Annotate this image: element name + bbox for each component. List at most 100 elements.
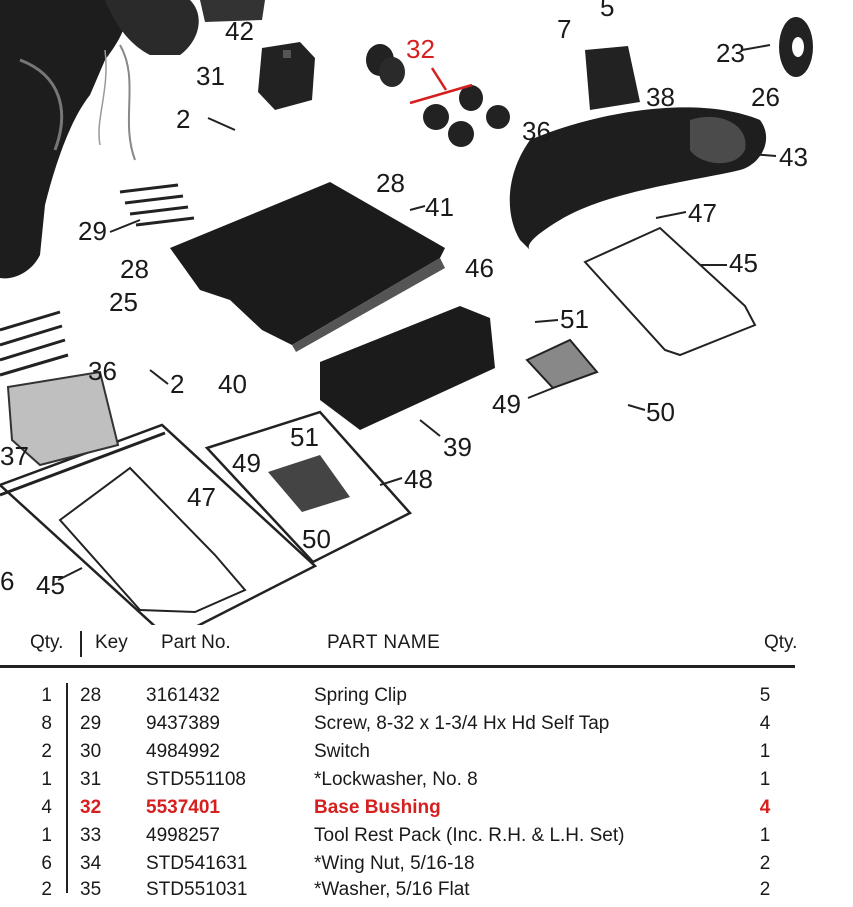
header-rule [0, 665, 795, 668]
header-qty-right: Qty. [764, 632, 798, 653]
table-row: 1 28 3161432 Spring Clip 5 [0, 685, 853, 713]
qty-left-cell: 2 [41, 879, 52, 900]
callout-36-left: 36 [88, 356, 117, 386]
callout-51-box: 51 [290, 422, 319, 452]
column-rule [66, 683, 68, 893]
callout-43: 43 [779, 142, 808, 172]
table-row: 1 33 4998257 Tool Rest Pack (Inc. R.H. &… [0, 825, 853, 853]
parts-table: Qty. Key Part No. PART NAME Qty. 1 28 31… [0, 625, 853, 900]
part-no-cell: 4998257 [146, 825, 220, 846]
callout-42: 42 [225, 16, 254, 46]
wheel-part [779, 17, 813, 77]
callout-5: 5 [600, 0, 614, 22]
header-part-name: PART NAME [327, 632, 441, 653]
part-no-cell: 3161432 [146, 685, 220, 706]
callout-47: 47 [688, 198, 717, 228]
part-no-cell: 4984992 [146, 741, 220, 762]
table-row: 2 35 STD551031 *Washer, 5/16 Flat 2 [0, 879, 853, 907]
plate-49 [525, 338, 599, 390]
callout-2-left: 2 [170, 369, 184, 399]
callout-49: 49 [492, 389, 521, 419]
part-no-cell: STD551031 [146, 879, 248, 900]
part-name-cell: Screw, 8-32 x 1-3/4 Hx Hd Self Tap [314, 713, 610, 734]
table-row: 6 34 STD541631 *Wing Nut, 5/16-18 2 [0, 853, 853, 881]
box-48 [204, 410, 413, 564]
table-row: 1 31 STD551108 *Lockwasher, No. 8 1 [0, 769, 853, 797]
motor-housing [0, 0, 265, 279]
key-cell: 30 [80, 741, 102, 762]
callout-50: 50 [646, 397, 675, 427]
header-separator [80, 631, 82, 657]
qty-right-cell: 1 [759, 741, 771, 762]
callout-49-box: 49 [232, 448, 261, 478]
tool-rest-plate-left [58, 466, 247, 614]
screws-29 [119, 183, 195, 227]
switch-part [258, 42, 315, 110]
rods-left [0, 310, 166, 497]
qty-left-cell: 2 [41, 741, 52, 762]
key-cell: 28 [80, 685, 102, 706]
belt-guard [509, 107, 767, 250]
key-cell: 31 [80, 769, 102, 790]
part-no-cell: STD541631 [146, 853, 248, 874]
callout-45: 45 [729, 248, 758, 278]
header-part-no: Part No. [161, 632, 231, 653]
callout-41: 41 [425, 192, 454, 222]
callout-40: 40 [218, 369, 247, 399]
key-cell: 33 [80, 825, 102, 846]
part-no-cell: STD551108 [146, 769, 246, 790]
callout-46: 46 [465, 253, 494, 283]
key-cell: 29 [80, 713, 102, 734]
part-name-cell: Tool Rest Pack (Inc. R.H. & L.H. Set) [314, 825, 625, 846]
qty-right-cell: 4 [759, 797, 771, 818]
callout-38: 38 [646, 82, 675, 112]
part-37-shape [6, 370, 120, 467]
callout-48: 48 [404, 464, 433, 494]
qty-left-cell: 8 [41, 713, 52, 734]
base-bushings [366, 44, 510, 147]
callout-25: 25 [109, 287, 138, 317]
qty-right-cell: 2 [759, 879, 771, 900]
exploded-parts-diagram: 5 42 32 7 23 31 2 38 26 36 43 28 41 47 2… [0, 0, 813, 625]
part-name-cell: Base Bushing [314, 797, 441, 818]
callout-45-left: 45 [36, 570, 65, 600]
callout-39: 39 [443, 432, 472, 462]
key-cell: 35 [80, 879, 102, 900]
part-name-cell: *Wing Nut, 5/16-18 [314, 853, 475, 874]
tool-rest-plate-right [583, 226, 757, 357]
callout-28: 28 [376, 168, 405, 198]
part-name-cell: Spring Clip [314, 685, 407, 706]
callout-26: 26 [751, 82, 780, 112]
header-qty-left: Qty. [30, 632, 64, 653]
part-name-cell: Switch [314, 741, 370, 762]
part-no-cell: 5537401 [146, 797, 220, 818]
base-plate [170, 182, 445, 352]
callout-36: 36 [522, 116, 551, 146]
key-cell: 32 [80, 797, 102, 818]
callout-32: 32 [406, 34, 435, 64]
callout-7: 7 [557, 14, 571, 44]
callout-50-box: 50 [302, 524, 331, 554]
table-row: 2 30 4984992 Switch 1 [0, 741, 853, 769]
callout-2: 2 [176, 104, 190, 134]
callout-47-left: 47 [187, 482, 216, 512]
part-no-cell: 9437389 [146, 713, 220, 734]
part-38-shape [585, 46, 640, 110]
tray-39 [320, 306, 495, 430]
header-key: Key [95, 632, 128, 653]
callout-37: 37 [0, 441, 29, 471]
qty-right-cell: 1 [759, 769, 771, 790]
qty-left-cell: 6 [41, 853, 52, 874]
callout-29: 29 [78, 216, 107, 246]
leader-lines [57, 44, 777, 581]
qty-right-cell: 2 [759, 853, 771, 874]
callout-6: 6 [0, 566, 14, 596]
qty-right-cell: 1 [759, 825, 771, 846]
table-row-highlighted: 4 32 5537401 Base Bushing 4 [0, 797, 853, 825]
callout-23: 23 [716, 38, 745, 68]
part-name-cell: *Washer, 5/16 Flat [314, 879, 470, 900]
qty-right-cell: 5 [759, 685, 771, 706]
part-name-cell: *Lockwasher, No. 8 [314, 769, 478, 790]
key-cell: 34 [80, 853, 102, 874]
qty-left-cell: 1 [41, 769, 52, 790]
